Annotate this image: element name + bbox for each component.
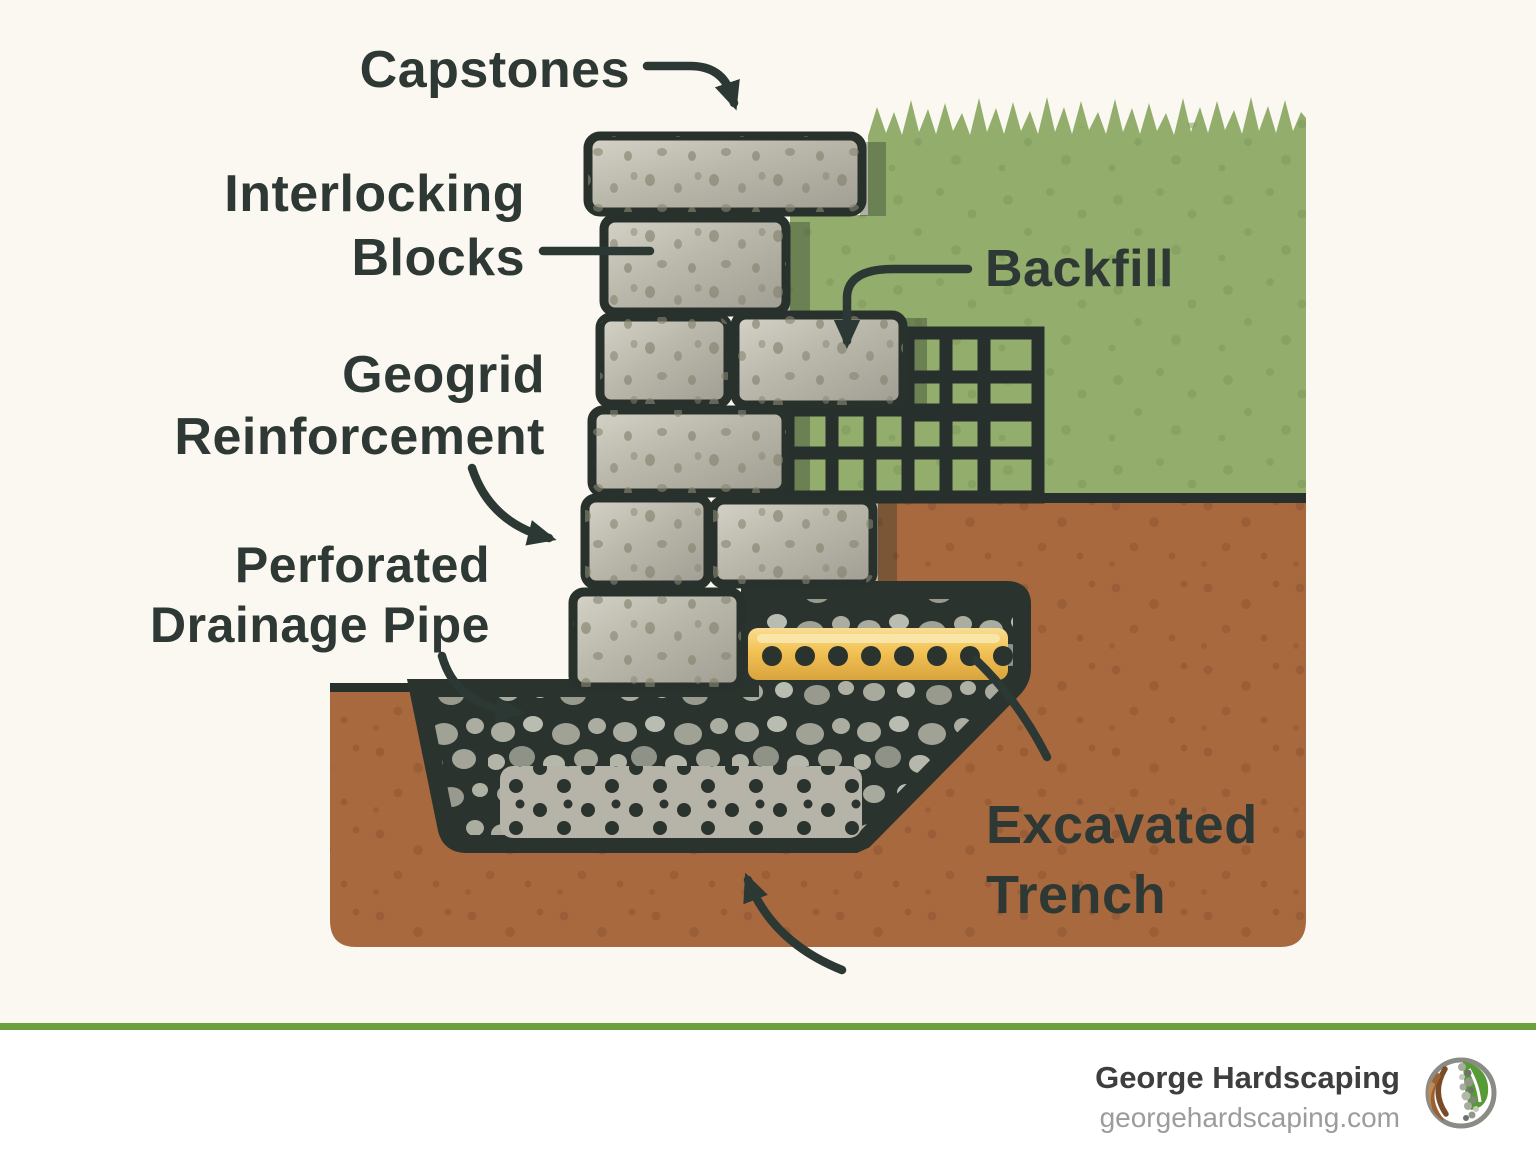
capstone-block [583, 131, 867, 217]
capstones-arrow [642, 61, 740, 111]
base-slab [500, 766, 862, 838]
label-perforated-drainage-pipe: Perforated Drainage Pipe [150, 537, 490, 653]
soil-surface-line-right [780, 493, 1306, 503]
label-interlocking-blocks: Interlocking Blocks [224, 165, 525, 287]
trench-bottom-arrow [743, 872, 847, 975]
perforated-drainage-pipe [748, 628, 1013, 680]
wall-base-block [568, 587, 746, 692]
wall-block [599, 213, 791, 317]
brand-name: George Hardscaping [1095, 1060, 1400, 1095]
wall-block [587, 405, 791, 498]
wall-block [730, 310, 908, 410]
backfill-arrow [833, 264, 973, 349]
drainage-pipe-arrow [437, 651, 525, 724]
geogrid-mesh [781, 326, 1045, 504]
wall-block [595, 312, 733, 409]
wall-block [708, 495, 878, 589]
trench-leader [971, 655, 1052, 762]
interlocking-block-wall [568, 131, 908, 692]
geogrid-arrow [467, 463, 557, 546]
leader-arrows [437, 61, 1052, 975]
wall-block [580, 493, 713, 590]
gravel-trench [406, 581, 1031, 853]
soil-surface-line-left [330, 683, 422, 692]
logo-pebble-path [1458, 1063, 1479, 1121]
label-excavated-trench: Excavated Trench [986, 795, 1258, 925]
brand-website: georgehardscaping.com [1099, 1102, 1400, 1133]
label-geogrid-reinforcement: Geogrid Reinforcement [174, 346, 545, 466]
hardscape-logo-icon [1425, 1057, 1497, 1129]
label-backfill: Backfill [985, 240, 1174, 298]
footer-branding: George Hardscaping georgehardscaping.com [1095, 1060, 1400, 1135]
footer-divider-line [0, 1023, 1536, 1030]
label-capstones: Capstones [359, 41, 630, 99]
